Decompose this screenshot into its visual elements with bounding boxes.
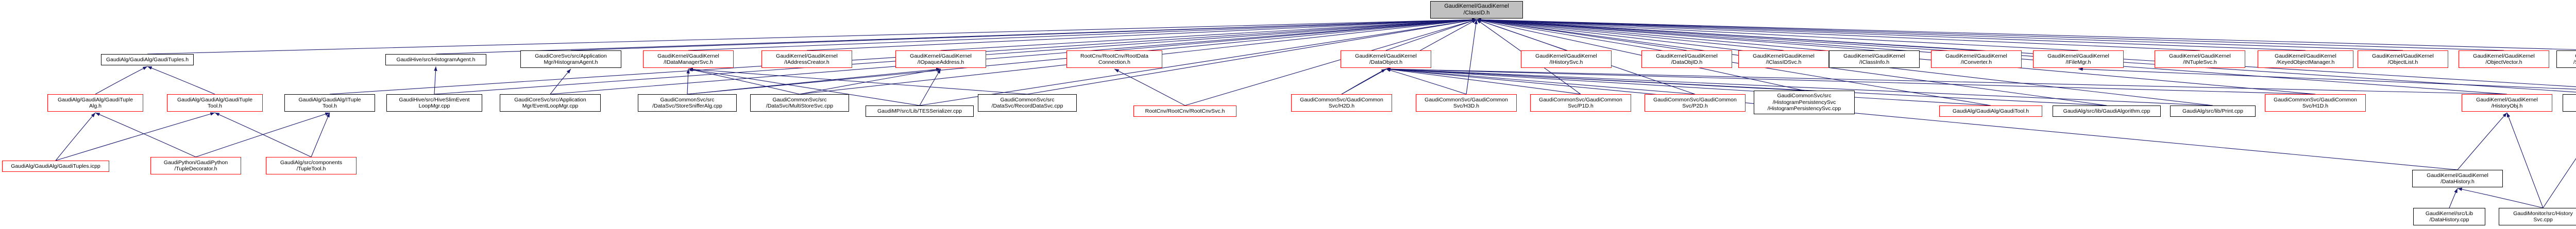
graph-edge	[1385, 67, 1696, 95]
graph-node[interactable]: GaudiMonitor/src/History Svc.h	[2563, 94, 2576, 112]
graph-node[interactable]: GaudiMonitor/src/History Svc.cpp	[2499, 208, 2576, 225]
graph-node[interactable]: GaudiKernel/GaudiKernel /DataHistory.h	[2412, 170, 2503, 187]
graph-edge	[570, 17, 1477, 51]
graph-edge	[688, 68, 800, 95]
graph-edge	[806, 18, 1477, 51]
graph-node[interactable]: GaudiHive/src/HiveSlimEvent LoopMgr.cpp	[386, 94, 482, 112]
graph-edge	[687, 67, 941, 95]
graph-edge	[2506, 112, 2544, 208]
graph-node[interactable]: GaudiAlg/src/lib/GaudiAlgorithm.cpp	[2053, 105, 2161, 117]
graph-node[interactable]: GaudiAlg/src/components /TupleTool.h	[266, 157, 357, 174]
graph-edge	[1476, 18, 1784, 51]
graph-node[interactable]: GaudiAlg/GaudiAlg/GaudiTuples.icpp	[2, 161, 109, 172]
graph-edge	[214, 112, 312, 157]
graph-edge	[688, 67, 1028, 95]
graph-node[interactable]: GaudiKernel/GaudiKernel /IFileMgr.h	[2033, 50, 2124, 68]
graph-edge	[1476, 17, 2403, 51]
graph-edge	[1385, 67, 1581, 95]
graph-edge	[1385, 67, 2458, 170]
graph-edge	[1114, 68, 1185, 106]
graph-edge	[1476, 18, 2306, 51]
graph-node[interactable]: GaudiPython/GaudiPython /TupleDecorator.…	[150, 157, 241, 174]
graph-node[interactable]: RootCnv/RootCnv/RootData Connection.h	[1066, 50, 1162, 68]
graph-node[interactable]: GaudiAlg/GaudiAlg/GaudiTuple Alg.h	[47, 94, 143, 112]
graph-edge	[95, 66, 148, 95]
graph-edge	[1385, 19, 1477, 51]
graph-node[interactable]: GaudiCommonSvc/GaudiCommon Svc/P1D.h	[1530, 94, 1631, 112]
graph-edge	[95, 112, 196, 157]
graph-edge	[1476, 18, 2079, 51]
graph-node[interactable]: GaudiCoreSvc/src/Application Mgr/EventLo…	[500, 94, 601, 112]
graph-node[interactable]: GaudiKernel/GaudiKernel /ObjectList.h	[2358, 50, 2448, 68]
graph-node[interactable]: GaudiKernel/GaudiKernel /IAddressCreator…	[761, 50, 852, 68]
graph-node[interactable]: RootCnv/RootCnv/RootCnvSvc.h	[1133, 105, 1236, 117]
graph-edge	[1385, 67, 2507, 95]
graph-edge	[686, 68, 690, 95]
graph-edge	[1385, 67, 1805, 91]
graph-edge	[434, 66, 437, 95]
graph-node[interactable]: GaudiCommonSvc/GaudiCommon Svc/H2D.h	[1291, 94, 1392, 112]
graph-node[interactable]: GaudiCommonSvc/GaudiCommon Svc/H1D.h	[2265, 94, 2366, 112]
graph-node[interactable]: GaudiKernel/GaudiKernel /DataObject.h	[1341, 50, 1431, 68]
graph-edge	[1476, 18, 1875, 51]
graph-node[interactable]: GaudiMP/src/Lib/TESSerializer.cpp	[866, 105, 974, 117]
graph-edge	[1114, 18, 1477, 51]
graph-edge	[1341, 68, 1386, 95]
graph-node[interactable]: GaudiKernel/src/Lib /DataHistory.cpp	[2413, 208, 2485, 225]
graph-node[interactable]: GaudiAlg/GaudiAlg/ITuple Tool.h	[284, 94, 375, 112]
graph-node[interactable]: GaudiCoreSvc/src/Application Mgr/Histogr…	[520, 50, 621, 68]
graph-node[interactable]: GaudiKernel/GaudiKernel /ObjectVector.h	[2459, 50, 2549, 68]
graph-edge	[55, 112, 96, 161]
graph-node[interactable]: GaudiKernel/GaudiKernel /KeyedObjectMana…	[2258, 50, 2353, 68]
graph-edge	[550, 68, 571, 95]
graph-edge	[799, 68, 941, 95]
graph-edge	[1476, 17, 2504, 51]
graph-edge	[1476, 18, 1687, 51]
graph-node[interactable]: GaudiCommonSvc/src /DataSvc/StoreSniffer…	[638, 94, 737, 112]
graph-node[interactable]: GaudiCommonSvc/src /DataSvc/RecordDataSv…	[978, 94, 1077, 112]
graph-node[interactable]: GaudiCommonSvc/GaudiCommon Svc/H3D.h	[1416, 94, 1517, 112]
graph-node[interactable]: GaudiCommonSvc/src /DataSvc/MultiStoreSv…	[750, 94, 849, 112]
graph-node[interactable]: GaudiKernel/GaudiKernel /IHistorySvc.h	[1521, 50, 1612, 68]
graph-edge	[1466, 19, 1478, 95]
graph-node[interactable]: GaudiKernel/GaudiKernel /IClassIDSvc.h	[1738, 50, 1829, 68]
graph-node[interactable]: GaudiAlg/GaudiAlg/GaudiTuples.h	[101, 54, 194, 65]
graph-edge	[147, 17, 1477, 55]
graph-edge	[1184, 19, 1477, 106]
graph-edge	[688, 18, 1477, 51]
graph-edge	[940, 18, 1477, 51]
graph-edge	[2457, 112, 2507, 170]
graph-edge	[55, 112, 215, 161]
graph-node[interactable]: GaudiKernel/GaudiKernel /DataObjID.h	[1641, 50, 1732, 68]
graph-node[interactable]: GaudiAlg/GaudiAlg/GaudiTool.h	[1939, 105, 2042, 117]
graph-edge	[2449, 188, 2458, 208]
graph-node[interactable]: GaudiAlg/GaudiAlg/GaudiTuple Tool.h	[167, 94, 263, 112]
graph-node[interactable]: GaudiKernel/GaudiKernel /HistoryObj.h	[2462, 94, 2552, 112]
graph-edge	[2457, 187, 2544, 208]
graph-node[interactable]: GaudiKernel/GaudiKernel /IDataManagerSvc…	[643, 50, 734, 68]
graph-node[interactable]: GaudiCommonSvc/GaudiCommon Svc/P2D.h	[1645, 94, 1745, 112]
graph-edge	[919, 68, 941, 106]
graph-node[interactable]: GaudiHive/src/HistogramAgent.h	[385, 54, 486, 65]
graph-edge	[1476, 17, 2576, 50]
graph-edge	[1385, 68, 1467, 95]
graph-edge	[311, 112, 330, 157]
graph-edge	[1476, 18, 1977, 51]
graph-node[interactable]: GaudiCommonSvc/src /HistogramPersistency…	[1754, 91, 1855, 114]
graph-node[interactable]: GaudiKernel/GaudiKernel /INTupleSvc.h	[2155, 50, 2245, 68]
graph-node[interactable]: GaudiKernel/GaudiKernel /SharedObjectsCo…	[2556, 50, 2576, 68]
graph-node[interactable]: GaudiKernel/GaudiKernel /IOpaqueAddress.…	[895, 50, 986, 68]
graph-node[interactable]: GaudiKernel/GaudiKernel /IConverter.h	[1931, 50, 2022, 68]
graph-node[interactable]: GaudiKernel/GaudiKernel /ClassID.h	[1430, 1, 1523, 19]
graph-edge	[195, 112, 330, 157]
graph-edge	[1476, 18, 2200, 51]
graph-edge	[2543, 158, 2576, 208]
graph-edge	[1476, 19, 1567, 51]
graph-edge	[435, 17, 1477, 55]
graph-edge	[147, 66, 215, 95]
graph-node[interactable]: GaudiAlg/src/lib/Print.cpp	[2170, 105, 2256, 117]
graph-node[interactable]: GaudiKernel/GaudiKernel /IClassInfo.h	[1829, 50, 1920, 68]
graph-edge	[2078, 67, 2576, 90]
